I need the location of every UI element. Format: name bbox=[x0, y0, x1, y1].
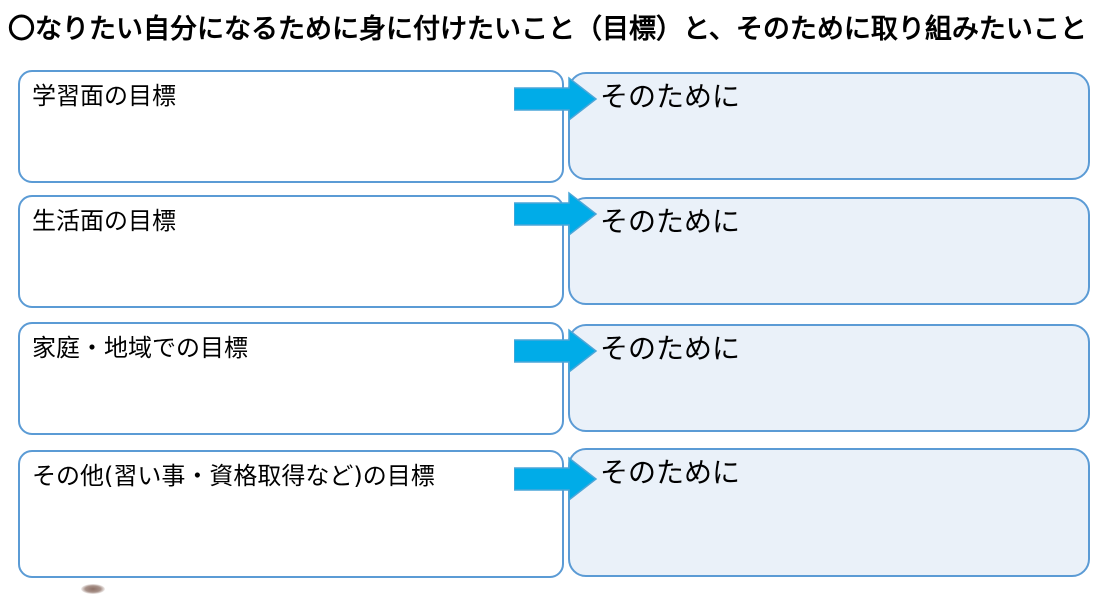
life-goal-label: 生活面の目標 bbox=[32, 207, 176, 235]
other-action-box[interactable]: そのために bbox=[568, 448, 1090, 577]
study-goal-label: 学習面の目標 bbox=[32, 82, 176, 110]
right-arrow-icon bbox=[514, 191, 598, 237]
right-arrow-icon bbox=[514, 456, 598, 502]
right-arrow-icon bbox=[514, 328, 598, 374]
life-action-label: そのために bbox=[600, 205, 741, 238]
life-goal-box[interactable]: 生活面の目標 bbox=[18, 195, 564, 308]
study-action-label: そのために bbox=[600, 80, 741, 113]
right-arrow-icon bbox=[514, 76, 598, 122]
home-community-goal-label: 家庭・地域での目標 bbox=[32, 334, 248, 362]
study-goal-box[interactable]: 学習面の目標 bbox=[18, 70, 564, 183]
other-goal-label: その他(習い事・資格取得など)の目標 bbox=[32, 462, 435, 490]
home-community-action-label: そのために bbox=[600, 332, 741, 365]
cropped-shape-bottom bbox=[81, 584, 105, 594]
home-community-action-box[interactable]: そのために bbox=[568, 324, 1090, 432]
other-goal-box[interactable]: その他(習い事・資格取得など)の目標 bbox=[18, 450, 564, 578]
study-action-box[interactable]: そのために bbox=[568, 72, 1090, 180]
other-action-label: そのために bbox=[600, 456, 741, 489]
home-community-goal-box[interactable]: 家庭・地域での目標 bbox=[18, 322, 564, 435]
life-action-box[interactable]: そのために bbox=[568, 197, 1090, 305]
page-title: 〇なりたい自分になるために身に付けたいこと（目標）と、そのために取り組みたいこと bbox=[8, 14, 1087, 45]
